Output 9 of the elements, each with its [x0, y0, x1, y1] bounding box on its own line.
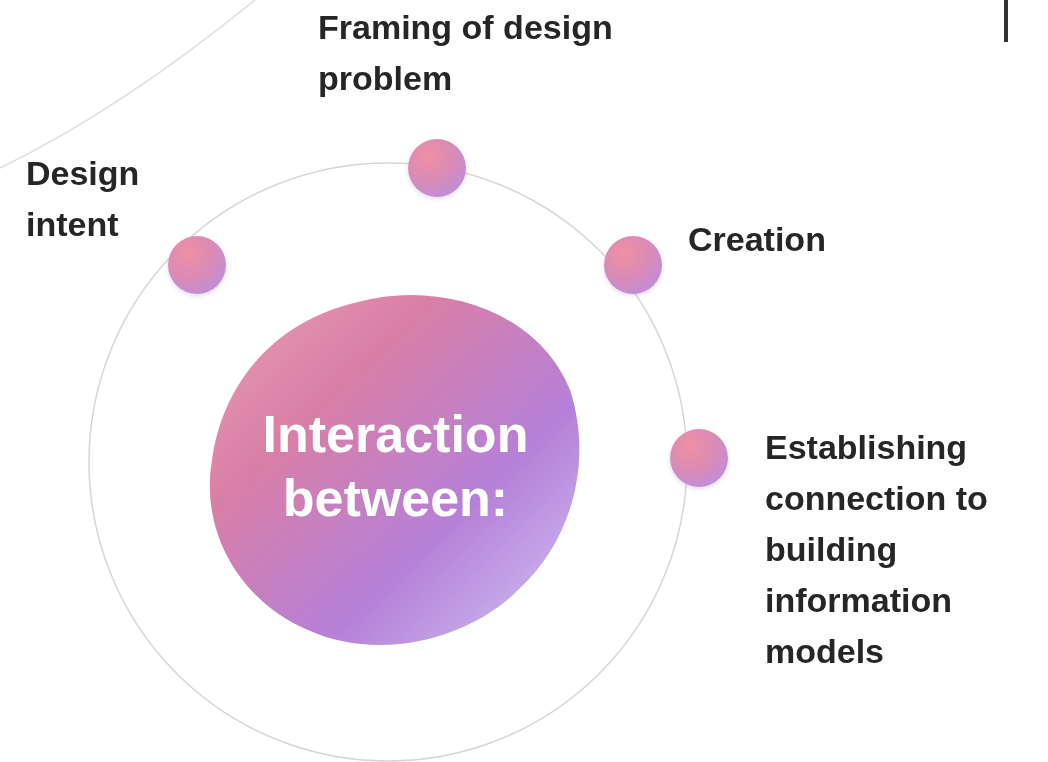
orbit-dot — [168, 236, 226, 294]
orbit-dot — [408, 139, 466, 197]
center-title: Interaction between: — [261, 404, 530, 529]
stage-label: Establishing connection to building information models — [765, 427, 989, 672]
stage-label: Creation — [688, 219, 827, 260]
orbit-dot — [670, 429, 728, 487]
stage-label: Framing of design problem — [318, 7, 614, 99]
stage-label: Design intent — [26, 153, 141, 245]
orbit-dot — [604, 236, 662, 294]
